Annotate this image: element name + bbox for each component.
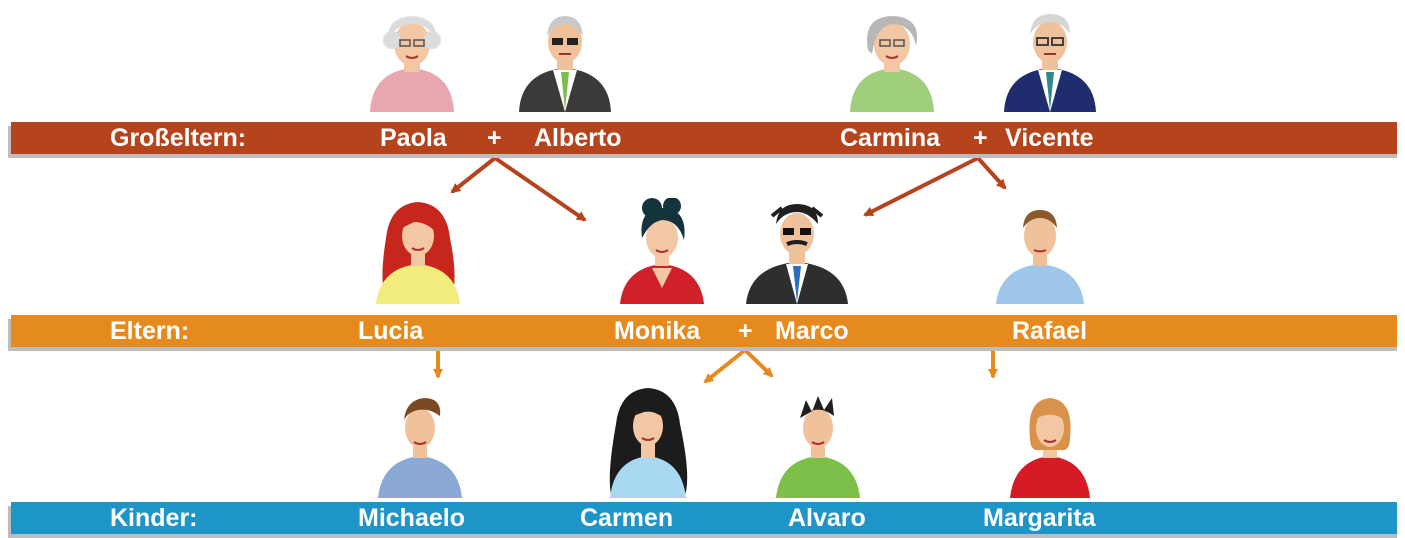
alberto-portrait (519, 16, 611, 112)
name-lucia: Lucia (358, 317, 424, 345)
plus-sign-parents: + (738, 317, 753, 345)
margarita-portrait (1010, 398, 1090, 498)
parents-bar-fill (11, 315, 1397, 347)
parents-bar: Eltern: Lucia Monika + Marco Rafael (8, 315, 1397, 351)
arrow-grandparents2-to-marco (863, 156, 979, 217)
grandparents-bar: Großeltern: Paola + Alberto Carmina + Vi… (8, 122, 1397, 158)
name-rafael: Rafael (1012, 317, 1088, 345)
name-vicente: Vicente (1005, 124, 1094, 152)
children-bar: Kinder: Michaelo Carmen Alvaro Margarita (8, 502, 1397, 538)
grandparents-bar-fill (11, 122, 1397, 154)
name-alberto: Alberto (534, 124, 622, 152)
paola-portrait (370, 16, 454, 112)
arrow-grandparents2-to-rafael (976, 156, 1007, 190)
plus-sign-grandparents-1: + (487, 124, 502, 152)
marco-portrait (746, 204, 848, 304)
carmen-portrait (609, 388, 688, 498)
carmina-portrait (850, 16, 934, 112)
name-michaelo: Michaelo (358, 504, 465, 532)
grandparents-row-label: Großeltern: (110, 124, 247, 152)
name-paola: Paola (380, 124, 447, 152)
name-monika: Monika (614, 317, 701, 345)
children-bar-fill (11, 502, 1397, 534)
lucia-portrait (376, 202, 460, 304)
michaelo-portrait (378, 398, 462, 498)
arrow-parents-to-alvaro (743, 348, 774, 378)
alvaro-portrait (776, 396, 860, 498)
parents-row-label: Eltern: (110, 317, 190, 345)
name-carmina: Carmina (840, 124, 941, 152)
plus-sign-grandparents-2: + (973, 124, 988, 152)
vicente-portrait (1004, 14, 1096, 112)
name-marco: Marco (775, 317, 849, 345)
arrow-grandparents1-to-lucia (450, 156, 497, 194)
name-margarita: Margarita (983, 504, 1096, 532)
arrow-grandparents1-to-monika (493, 156, 587, 222)
children-row-label: Kinder: (110, 504, 198, 532)
monika-portrait (620, 198, 704, 304)
rafael-portrait (996, 210, 1084, 304)
name-alvaro: Alvaro (788, 504, 866, 532)
arrow-parents-to-carmen (703, 348, 747, 384)
name-carmen: Carmen (580, 504, 674, 532)
